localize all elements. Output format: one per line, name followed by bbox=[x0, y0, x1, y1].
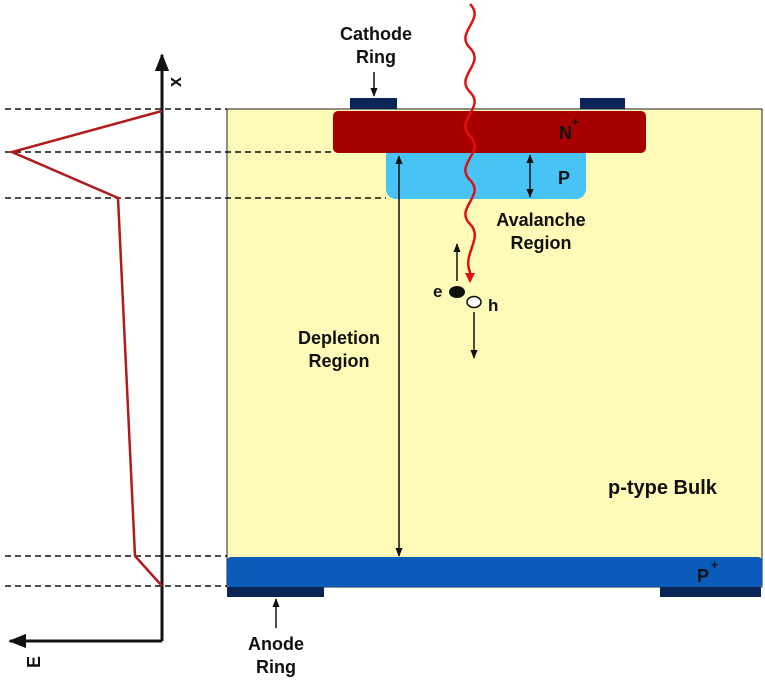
depletion-label-line1: Depletion bbox=[298, 328, 380, 348]
anode-label-line1: Anode bbox=[248, 634, 304, 654]
electron-label: e bbox=[433, 282, 442, 301]
dashed-guides bbox=[5, 108, 386, 587]
field-profile-curve bbox=[8, 109, 163, 587]
p-gain-layer bbox=[386, 140, 586, 199]
p-plus-label: P bbox=[697, 566, 709, 586]
hole-dot bbox=[466, 295, 482, 309]
n-plus-superscript: + bbox=[572, 115, 579, 129]
anode-label-line2: Ring bbox=[256, 657, 296, 677]
hole-label: h bbox=[488, 296, 498, 315]
anode-ring-right bbox=[660, 587, 761, 597]
electron-dot bbox=[449, 286, 465, 298]
cathode-label-line2: Ring bbox=[356, 47, 396, 67]
incident-particle-path bbox=[464, 3, 476, 283]
n-plus-label: N bbox=[559, 123, 572, 143]
n-plus-layer bbox=[333, 111, 646, 153]
e-axis-label: E bbox=[24, 656, 44, 668]
x-axis-label: x bbox=[165, 77, 185, 87]
p-layer-label: P bbox=[558, 168, 570, 188]
cathode-label-line1: Cathode bbox=[340, 24, 412, 44]
avalanche-label-line2: Region bbox=[511, 233, 572, 253]
p-plus-superscript: + bbox=[711, 558, 718, 572]
depletion-label-line2: Region bbox=[309, 351, 370, 371]
p-plus-layer bbox=[227, 557, 762, 587]
cathode-ring-right bbox=[580, 98, 625, 109]
avalanche-label-line1: Avalanche bbox=[496, 210, 585, 230]
bulk-label: p-type Bulk bbox=[608, 477, 718, 499]
cathode-ring-left bbox=[350, 98, 397, 109]
anode-ring-left bbox=[227, 587, 324, 597]
